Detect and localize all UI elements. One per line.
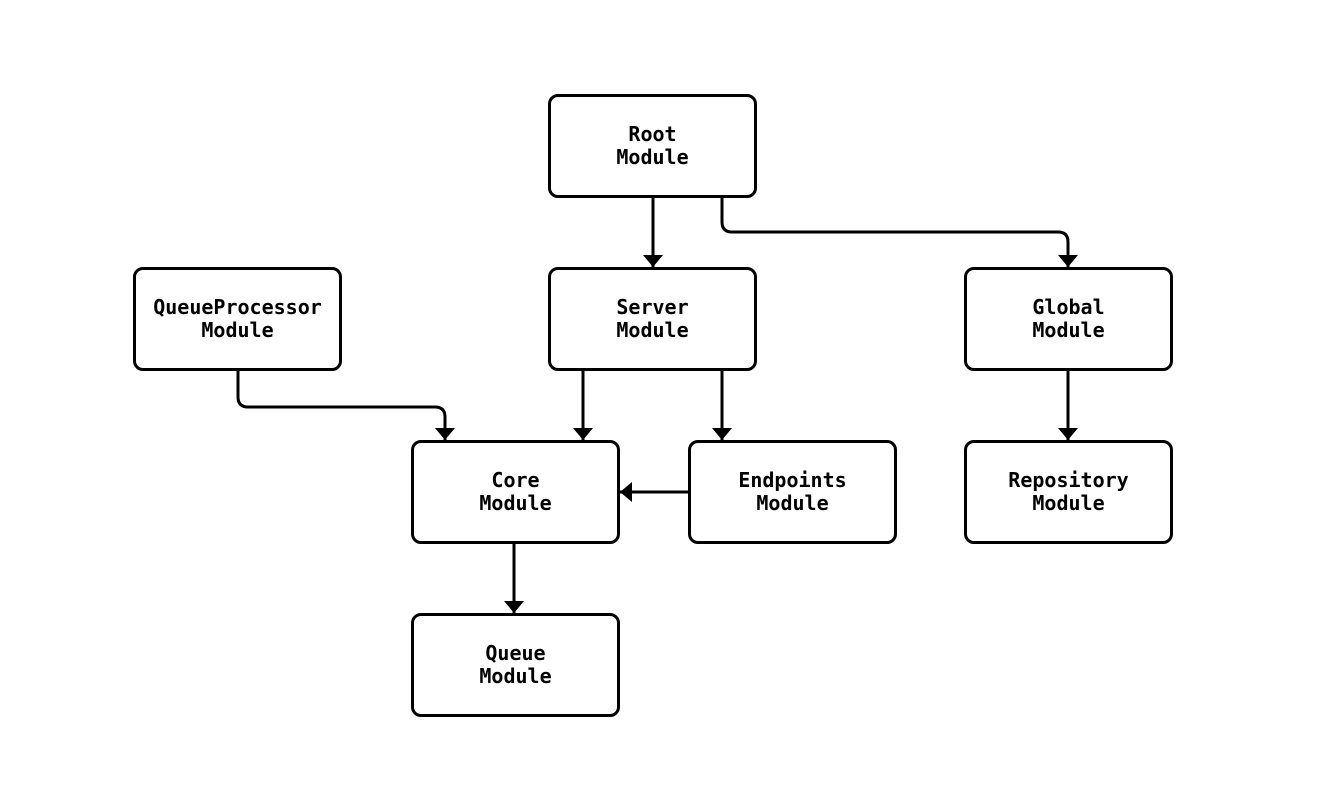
- node-server-module: Server Module: [548, 267, 757, 371]
- node-endpoints-module-label: Endpoints Module: [738, 468, 847, 515]
- edge-root-to-global: [720, 198, 1078, 267]
- node-repository-module: Repository Module: [964, 440, 1173, 544]
- node-queueprocessor-module-label: QueueProcessor Module: [153, 295, 322, 342]
- node-core-module-label: Core Module: [479, 468, 552, 515]
- node-endpoints-module: Endpoints Module: [688, 440, 897, 544]
- node-root-module: Root Module: [548, 94, 757, 198]
- node-queue-module: Queue Module: [411, 613, 620, 717]
- node-core-module: Core Module: [411, 440, 620, 544]
- node-queue-module-label: Queue Module: [479, 641, 552, 688]
- edge-queueprocessor-to-core: [236, 370, 455, 440]
- node-repository-module-label: Repository Module: [1008, 468, 1129, 515]
- node-global-module-label: Global Module: [1032, 295, 1105, 342]
- node-queueprocessor-module: QueueProcessor Module: [133, 267, 342, 371]
- node-global-module: Global Module: [964, 267, 1173, 371]
- node-root-module-label: Root Module: [616, 122, 689, 169]
- node-server-module-label: Server Module: [616, 295, 689, 342]
